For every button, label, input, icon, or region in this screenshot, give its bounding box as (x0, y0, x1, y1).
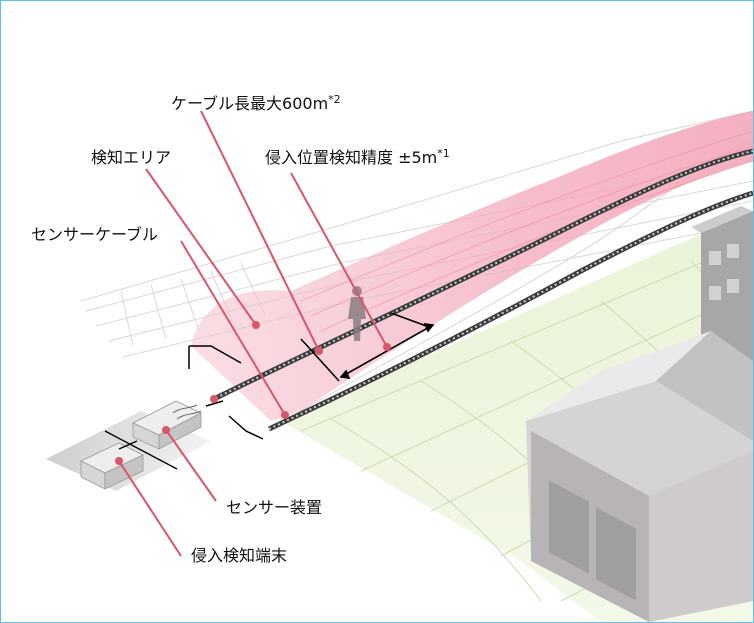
leader-sensor-cable (180, 240, 286, 416)
cable-start-bracket (188, 345, 264, 440)
label-intrusion-accuracy: 侵入位置検知精度 ±5m*1 (265, 147, 450, 167)
label-cable-length: ケーブル長最大600m*2 (171, 93, 341, 113)
leader-terminal (118, 460, 182, 557)
label-sensor-cable: センサーケーブル (31, 225, 158, 244)
leader-sensor-device (165, 429, 217, 502)
label-detection-area: 検知エリア (91, 148, 171, 167)
detection-area-stripes (300, 130, 753, 332)
leader-dots (115, 321, 391, 465)
label-intrusion-terminal: 侵入検知端末 (191, 546, 287, 565)
leader-detection-area (145, 168, 257, 326)
label-sensor-device: センサー装置 (226, 498, 322, 517)
warehouse-building (526, 331, 753, 622)
sensor-cables (214, 148, 753, 432)
leader-lines (118, 110, 388, 557)
leader-cable-length (200, 110, 320, 352)
leader-accuracy (290, 172, 388, 348)
sensor-device-boxes (46, 400, 211, 491)
